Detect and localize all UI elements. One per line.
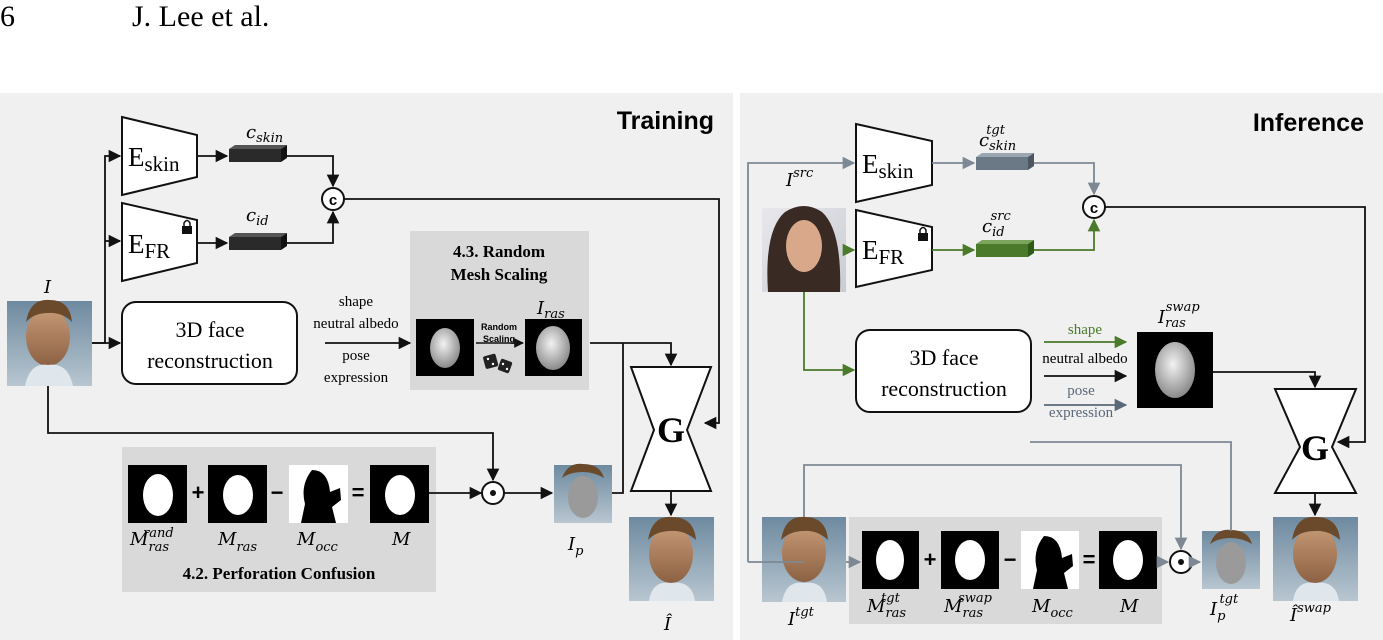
training-perforated-face (554, 463, 612, 523)
inference-i-p-label: Iptgt (1209, 592, 1239, 624)
training-e-skin: Eskin (121, 115, 198, 197)
inference-plus: + (924, 547, 937, 572)
training-concat-symbol: c (329, 192, 337, 209)
perforation-confusion-title: 4.2. Perforation Confusion (183, 564, 376, 583)
inference-i-ras-swap-label: Irasswap (1157, 300, 1200, 331)
training-c-skin-label: cskin (246, 122, 283, 146)
training-connections (47, 149, 720, 517)
training-3d-recon-line2: reconstruction (147, 348, 273, 373)
training-attr-neutral-albedo: neutral albedo (313, 316, 398, 332)
mask-rand-label: Mrasrand (129, 526, 174, 555)
inf-mask-occ (1021, 531, 1079, 589)
training-attr-pose: pose (342, 348, 370, 364)
inference-c-id-label: cidsrc (982, 209, 1011, 240)
inf-mask-tgt (862, 531, 919, 589)
rms-title-line2: Mesh Scaling (451, 265, 548, 284)
inference-attr-pose: pose (1067, 383, 1095, 399)
lock-icon (918, 226, 928, 241)
inf-mask-final-label: M (1119, 596, 1139, 617)
inf-mask-final (1099, 531, 1157, 589)
training-i-p-label: Ip (567, 534, 584, 559)
inference-c-id-block (976, 240, 1034, 257)
training-output-label: Î (663, 612, 673, 635)
inference-connections (747, 156, 1366, 569)
inf-mask-occ-label: Mocc (1031, 596, 1074, 621)
svg-text:Eskin: Eskin (862, 149, 914, 183)
inference-c-skin-label: cskintgt (979, 123, 1016, 154)
lock-icon (182, 219, 192, 234)
rms-scaling-label: Scaling (483, 334, 515, 344)
inference-e-fr: EFR (855, 208, 933, 289)
mask-occ-label: Mocc (296, 529, 339, 555)
mask-rand (128, 465, 187, 523)
inference-3d-recon-line2: reconstruction (881, 376, 1007, 401)
mask-final (370, 465, 429, 523)
rms-random-label: Random (481, 322, 517, 332)
training-attr-expression: expression (324, 370, 389, 386)
inference-source-face (762, 206, 846, 292)
inference-c-skin-block (976, 153, 1034, 170)
inference-output-face (1273, 516, 1358, 601)
rms-title-line1: 4.3. Random (453, 242, 545, 261)
training-attr-shape: shape (339, 294, 373, 310)
svg-text:EFR: EFR (862, 235, 904, 269)
training-c-id-block (229, 233, 287, 250)
inference-attr-expression: expression (1049, 405, 1114, 421)
inference-3d-recon-box (855, 329, 1032, 413)
inference-concat-symbol: c (1090, 200, 1098, 217)
training-3d-recon-box (121, 301, 298, 385)
training-i-ras-label: Iras (536, 298, 565, 322)
inference-equals: = (1083, 547, 1096, 572)
svg-text:Eskin: Eskin (128, 142, 180, 176)
mask-occ (289, 465, 348, 523)
training-3d-recon-line1: 3D face (175, 317, 244, 342)
page-number: 6 (0, 0, 15, 33)
running-header-authors: J. Lee et al. (132, 0, 269, 33)
inference-i-tgt-label: Itgt (787, 605, 815, 630)
training-equals: = (352, 480, 365, 505)
training-generator-label: G (657, 410, 685, 450)
inf-mask-swap (941, 531, 999, 589)
inference-output-label: Îswap (1289, 601, 1332, 626)
inference-i-src-label: Isrc (785, 166, 814, 191)
inf-mask-swap-label: Mrasswap (943, 591, 993, 621)
inference-minus: − (1004, 547, 1017, 572)
inference-3d-recon-line1: 3D face (909, 345, 978, 370)
inference-title: Inference (1253, 109, 1364, 137)
dice-icon (483, 353, 513, 374)
rms-mesh-after (525, 319, 582, 376)
inference-swap-mesh (1137, 332, 1213, 408)
inference-generator (1273, 388, 1358, 494)
inference-attr-shape: shape (1068, 322, 1102, 338)
training-output-face (629, 516, 714, 601)
mask-ras (208, 465, 267, 523)
inference-target-face (762, 516, 846, 602)
rms-mesh-before (416, 319, 474, 376)
training-input-label: I (43, 277, 52, 298)
training-plus: + (192, 480, 205, 505)
training-c-skin-block (229, 145, 287, 162)
svg-text:EFR: EFR (128, 229, 170, 263)
training-generator (629, 366, 713, 492)
inf-mask-tgt-label: Mrastgt (866, 591, 906, 621)
mask-ras-label: Mras (217, 529, 257, 555)
training-e-fr: EFR (121, 201, 198, 283)
inference-e-skin: Eskin (855, 122, 933, 204)
training-c-id-label: cid (246, 205, 269, 229)
training-input-face (7, 299, 92, 386)
mask-final-label: M (391, 529, 411, 550)
inference-generator-label: G (1301, 428, 1329, 468)
inference-attr-neutral-albedo: neutral albedo (1042, 351, 1127, 367)
inference-perforated-face (1202, 529, 1260, 589)
training-title: Training (617, 107, 714, 135)
training-minus: − (271, 480, 284, 505)
